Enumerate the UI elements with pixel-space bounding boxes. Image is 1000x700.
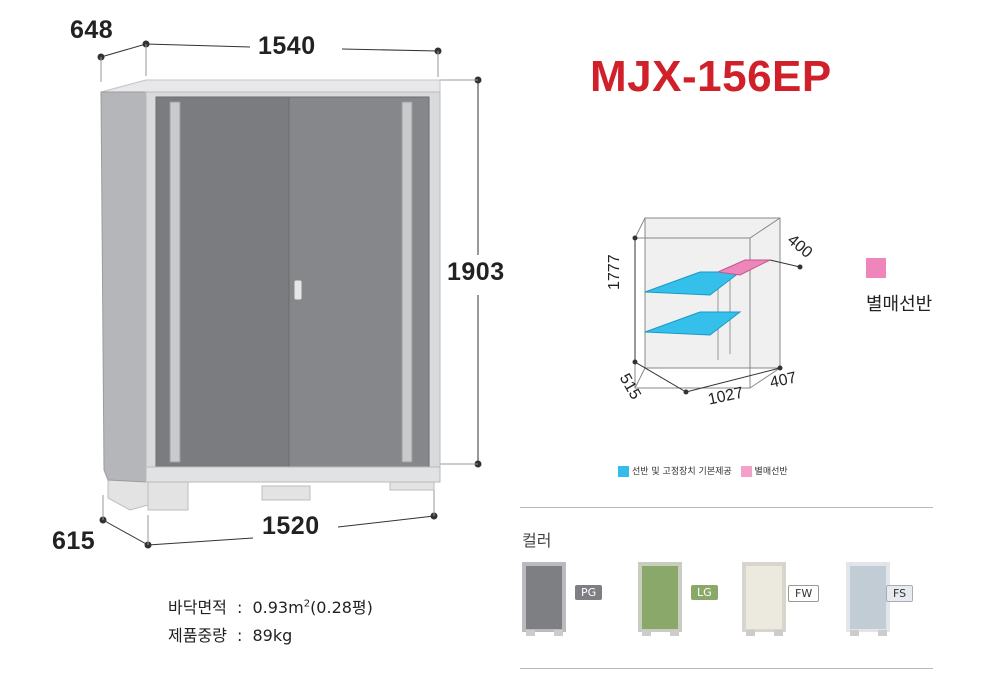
spec-weight: 제품중량 : 89kg: [168, 626, 293, 645]
color-option-fs[interactable]: FS: [844, 560, 944, 640]
color-section-top-rule: [520, 507, 933, 508]
spec-weight-value: 89kg: [252, 626, 293, 645]
diagram-legend: 선반 및 고정장치 기본제공 별매선반: [618, 464, 788, 477]
model-title: MJX-156EP: [590, 52, 832, 101]
dim-width-base: 1520: [262, 512, 320, 540]
door-lock: [293, 279, 303, 301]
spec-floor-area: 바닥면적 : 0.93m2(0.28평): [168, 598, 373, 617]
interior-diagram: [632, 217, 803, 395]
color-code-fw: FW: [788, 585, 820, 602]
color-heading: 컬러: [522, 531, 552, 550]
legend-item-standard: 선반 및 고정장치 기본제공: [618, 466, 732, 477]
color-code-lg: LG: [691, 585, 718, 600]
shed-roof: [100, 79, 441, 93]
dim-depth-base: 615: [52, 527, 96, 555]
legend-item-optional: 별매선반: [740, 466, 788, 477]
right-door-handle: [401, 101, 413, 463]
spec-floor-area-label: 바닥면적: [168, 598, 227, 617]
dimension-lines: [97, 40, 482, 549]
color-code-pg: PG: [575, 585, 603, 600]
dim-depth-top: 648: [70, 16, 114, 44]
shelf-lower: [644, 311, 742, 336]
dim-height: 1903: [447, 258, 505, 286]
shed-thumbnail-fs: [846, 562, 890, 636]
shed-thumbnail-pg: [522, 562, 566, 636]
spec-weight-label: 제품중량: [168, 626, 227, 645]
shed-side: [100, 91, 147, 483]
shed-thumbnail-lg: [638, 562, 682, 636]
left-door-handle: [169, 101, 181, 463]
color-option-fw[interactable]: FW: [740, 560, 840, 640]
option-swatch: [866, 258, 886, 278]
color-section-bottom-rule: [520, 668, 933, 669]
color-option-pg[interactable]: PG: [520, 560, 620, 640]
color-code-fs: FS: [886, 585, 914, 602]
dim-width-top: 1540: [258, 32, 316, 60]
shed-thumbnail-fw: [742, 562, 786, 636]
option-label: 별매선반: [866, 294, 933, 315]
color-option-lg[interactable]: LG: [636, 560, 736, 640]
interior-height: 1777: [606, 254, 623, 290]
shed-illustration: [97, 40, 482, 549]
spec-floor-area-value: 0.93m: [252, 598, 304, 617]
